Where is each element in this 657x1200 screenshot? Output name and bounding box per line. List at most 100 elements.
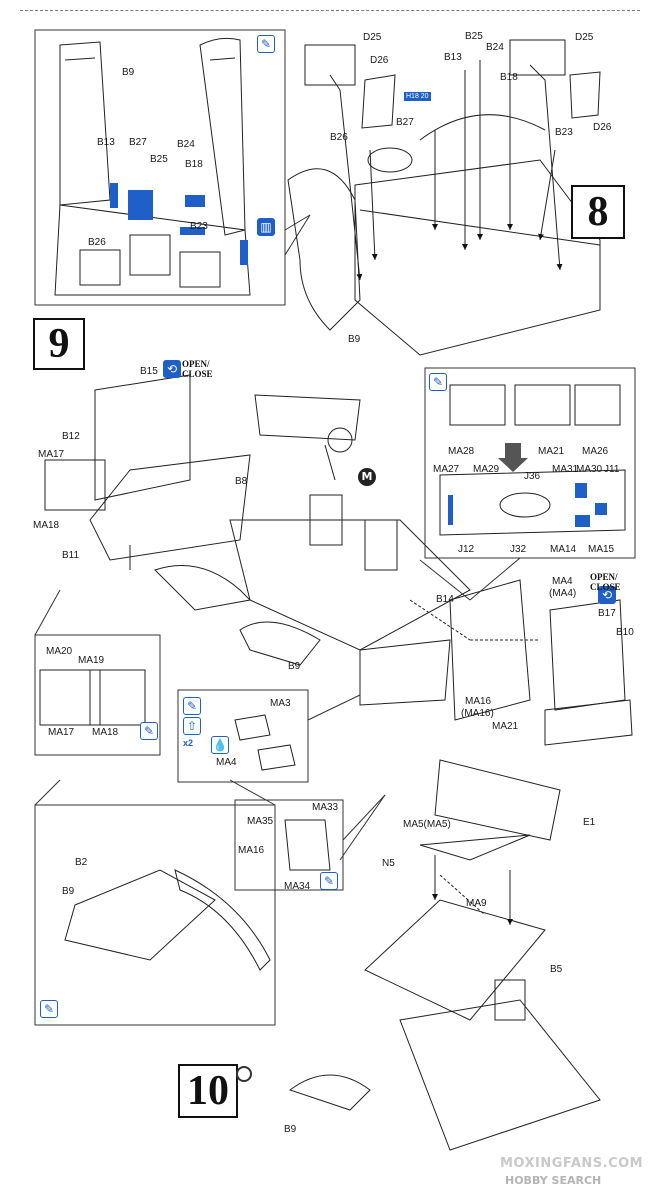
part-label: MA14 [550, 544, 577, 555]
part-label: MA29 [473, 464, 500, 475]
inset-blue-b27 [128, 190, 153, 220]
part-label: B18 [185, 159, 203, 170]
glue-icon: ✎ [429, 373, 447, 391]
part-label: J11 [604, 464, 620, 475]
s9-ma17-box [44, 459, 106, 511]
inset-left-panel [59, 41, 111, 206]
step-9-number: 9 [33, 318, 85, 370]
part-label: MA20 [46, 646, 73, 657]
part-label: B27 [129, 137, 147, 148]
part-label: MA4 [216, 757, 237, 768]
part-label: B13 [444, 52, 462, 63]
part-label: MA16 [238, 845, 265, 856]
part-label: MA21 [492, 721, 519, 732]
part-label: MA17 [48, 727, 75, 738]
part-number-tag: H18 20 [404, 92, 431, 101]
quantity-x2: x2 [183, 738, 194, 748]
open-close-icon: ⟲ [598, 586, 616, 604]
part-label: MA5(MA5) [403, 819, 451, 830]
s9-ma35-inset [234, 799, 344, 891]
s10-seat [494, 979, 526, 1021]
s9-side-panel-left [94, 374, 191, 501]
step-8-number: 8 [571, 185, 625, 239]
part-label: B12 [62, 431, 80, 442]
s9-left-door [359, 639, 451, 706]
s9-windshield [254, 394, 361, 441]
part-label: B27 [396, 117, 414, 128]
step8-inset-frame [34, 29, 286, 306]
part-label: B13 [97, 137, 115, 148]
inset-seat-right [179, 251, 221, 288]
part-label: MA18 [92, 727, 119, 738]
watermark-site: MOXINGFANS.COM [500, 1156, 644, 1171]
inset-floor [54, 204, 251, 296]
s10-inset-fender [174, 869, 271, 971]
part-label: B14 [436, 594, 454, 605]
part-label: D25 [363, 32, 382, 43]
inset-console [129, 234, 171, 276]
inset-blue-b23 [180, 227, 205, 235]
s9-down-arrow [498, 443, 528, 472]
s10-inset-body [64, 869, 216, 961]
s9-b10-door [549, 599, 626, 711]
s9-detail-blue-2 [575, 483, 587, 498]
open-close-label: OPEN/ CLOSE [590, 572, 621, 592]
part-label: MA19 [78, 655, 105, 666]
part-label: B5 [550, 964, 563, 975]
metal-part-marker: M [358, 468, 376, 486]
open-close-label: OPEN/ CLOSE [182, 359, 213, 379]
part-label: B23 [555, 127, 573, 138]
glue-icon: ✎ [183, 697, 201, 715]
part-label: B24 [177, 139, 195, 150]
s9-steering [327, 427, 353, 453]
s9-seat-right [364, 519, 398, 571]
s9-detail-blue-1 [448, 495, 453, 525]
inset-seat-left [79, 249, 121, 286]
inset-blue-b18 [185, 195, 205, 207]
optional-marker-icon [236, 1066, 252, 1082]
s8-d26-left [361, 74, 396, 129]
part-label: J36 [524, 471, 541, 482]
part-label: B26 [88, 237, 106, 248]
part-label: B9 [348, 334, 361, 345]
s10-roof-main [364, 899, 546, 1021]
part-label: MA17 [38, 449, 65, 460]
inset-right-panel [199, 37, 246, 236]
s9-detail-blue-3 [575, 515, 590, 527]
s9-rear-body [449, 579, 531, 721]
part-label: MA30 [576, 464, 603, 475]
s9-chassis [229, 519, 471, 651]
inset-leader [284, 214, 311, 231]
part-label: D26 [593, 122, 612, 133]
part-label: B25 [150, 154, 168, 165]
glue-icon: ✎ [257, 35, 275, 53]
part-label: B15 [140, 366, 158, 377]
s10-e1-roof [434, 759, 561, 841]
s9-seat-left [309, 494, 343, 546]
part-label: D26 [370, 55, 389, 66]
s9-ma3-inset [177, 689, 309, 783]
water-drop-icon: 💧 [211, 736, 229, 754]
inset-blue-strip [240, 240, 248, 265]
part-label: B18 [500, 72, 518, 83]
part-label: D25 [575, 32, 594, 43]
s10-fender-b9 [288, 1074, 371, 1111]
part-label: B26 [330, 132, 348, 143]
s8-rear-arch [419, 114, 546, 141]
part-label: J12 [458, 544, 475, 555]
s9-ma21-plate [544, 699, 633, 746]
s8-b27-tank [367, 147, 413, 173]
part-label: MA3 [270, 698, 291, 709]
s8-d26-right [569, 71, 601, 119]
s9-detail-floor [439, 469, 626, 536]
part-label: MA34 [284, 881, 311, 892]
part-label: B9 [62, 886, 75, 897]
part-label: B10 [616, 627, 634, 638]
glue-icon: ✎ [320, 872, 338, 890]
part-label: B8 [235, 476, 248, 487]
s8-floor [354, 159, 601, 356]
watermark-shop: HOBBY SEARCH [505, 1174, 602, 1187]
s10-ma5-plate [419, 834, 531, 861]
part-label: B11 [62, 550, 80, 561]
